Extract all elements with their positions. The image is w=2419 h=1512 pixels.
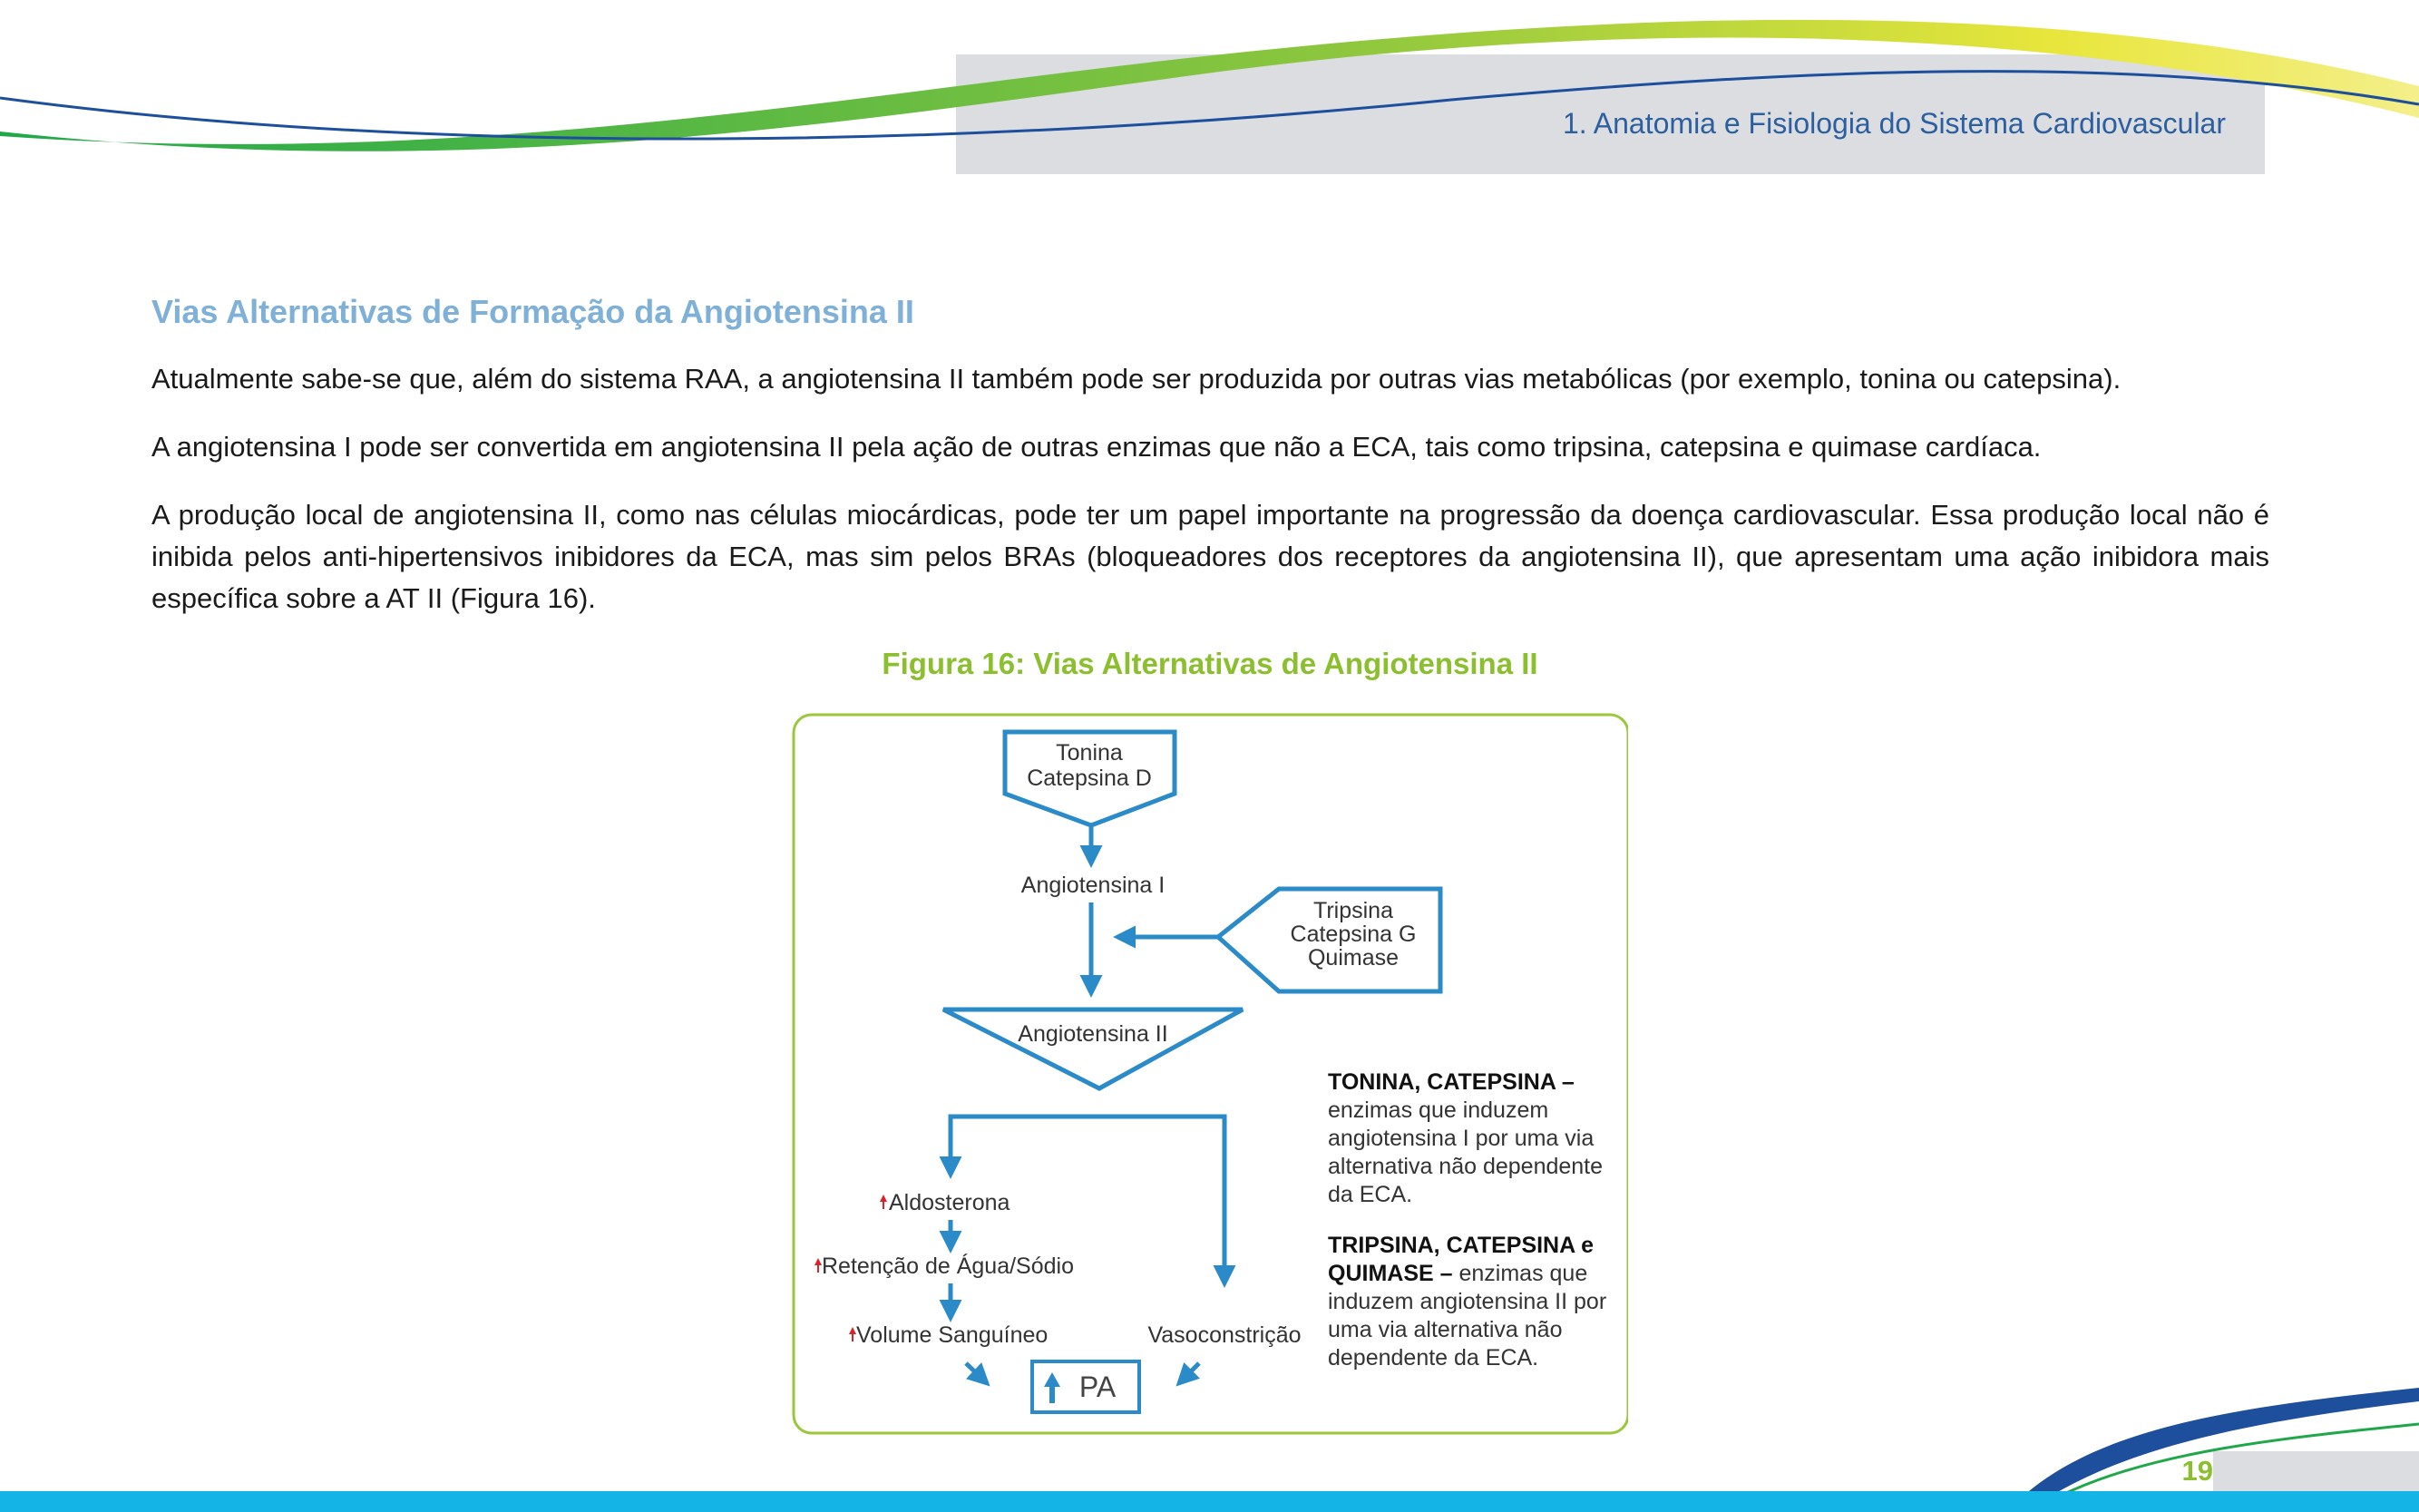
arrow-volume-to-pa bbox=[964, 1361, 990, 1387]
vasoconstricao-label: Vasoconstrição bbox=[1147, 1322, 1301, 1348]
arrow-vasoconstricao-to-pa bbox=[1175, 1361, 1201, 1387]
tripsina-node-shape bbox=[1214, 886, 1443, 994]
angiotensin-pathway-diagram: Tonina Catepsina D Angiotensina I Tripsi… bbox=[792, 713, 1628, 1435]
increase-arrow-icon bbox=[1044, 1372, 1060, 1403]
header-blue-line bbox=[0, 70, 2419, 141]
legend-item-1-text: enzimas que induzem angiotensina I por u… bbox=[1328, 1097, 1604, 1207]
retencao-label: Retenção de Água/Sódio bbox=[822, 1253, 1074, 1279]
angiotensina-ii-node-shape bbox=[941, 1007, 1244, 1091]
legend-item-2-text: enzimas que induzem angiotensina II por … bbox=[1328, 1261, 1607, 1371]
page-number: 19 bbox=[2181, 1455, 2213, 1487]
header-wave-decoration bbox=[0, 19, 2419, 174]
tonina-label: Tonina bbox=[1056, 740, 1123, 766]
tonina-node-shape bbox=[1002, 729, 1177, 828]
legend-item-1-title: TONINA, CATEPSINA – bbox=[1328, 1069, 1575, 1095]
footer-bar bbox=[0, 1491, 2419, 1512]
chapter-title: 1. Anatomia e Fisiologia do Sistema Card… bbox=[1562, 107, 2226, 140]
footer-blue-wave bbox=[2023, 1388, 2419, 1497]
footer-gray-band bbox=[2213, 1451, 2419, 1492]
section-title: Vias Alternativas de Formação da Angiote… bbox=[151, 293, 914, 330]
paragraph-3: A produção local de angiotensina II, com… bbox=[151, 499, 2269, 614]
paragraph-2: A angiotensina I pode ser convertida em … bbox=[151, 431, 2042, 463]
footer-green-line bbox=[2058, 1422, 2419, 1497]
aldosterona-label: Aldosterona bbox=[889, 1190, 1010, 1215]
increase-arrow-icon bbox=[849, 1327, 856, 1341]
tripsina-label: Tripsina bbox=[1313, 898, 1393, 923]
legend-item-2: TRIPSINA, CATEPSINA e QUIMASE – enzimas … bbox=[1328, 1232, 1627, 1372]
volume-sanguineo-label: Volume Sanguíneo bbox=[856, 1322, 1048, 1348]
catepsina-d-label: Catepsina D bbox=[1027, 766, 1152, 791]
paragraph-1: Atualmente sabe-se que, além do sistema … bbox=[151, 363, 2122, 395]
increase-arrow-icon bbox=[880, 1195, 887, 1209]
legend-item-1: TONINA, CATEPSINA – enzimas que induzem … bbox=[1328, 1068, 1627, 1209]
quimase-label: Quimase bbox=[1308, 945, 1399, 971]
angiotensina-ii-label: Angiotensina II bbox=[1018, 1021, 1167, 1047]
pa-label: PA bbox=[1079, 1371, 1117, 1403]
figure-frame bbox=[792, 713, 1628, 1435]
catepsina-g-label: Catepsina G bbox=[1291, 922, 1417, 947]
increase-arrow-icon bbox=[814, 1258, 822, 1273]
legend-item-2-title: TRIPSINA, CATEPSINA e QUIMASE – bbox=[1328, 1233, 1595, 1286]
branch-connector bbox=[948, 1114, 1227, 1270]
figure-caption: Figura 16: Vias Alternativas de Angioten… bbox=[882, 647, 1538, 680]
footer-wave-decoration bbox=[2023, 1388, 2419, 1497]
angiotensina-i-label: Angiotensina I bbox=[1021, 873, 1165, 898]
